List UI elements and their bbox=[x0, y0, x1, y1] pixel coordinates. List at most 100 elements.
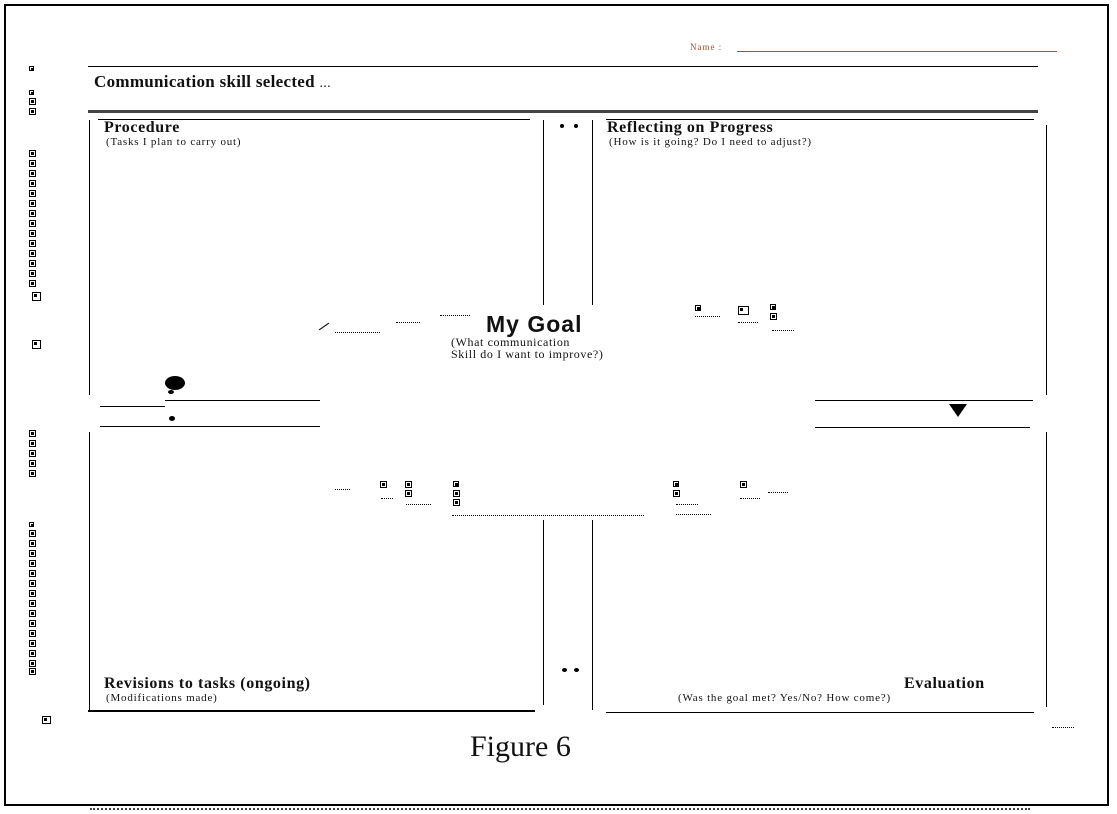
down-arrow-icon bbox=[949, 404, 967, 417]
scatter-square-icon bbox=[770, 313, 777, 320]
margin-square-icon bbox=[29, 590, 36, 597]
left-border-lower bbox=[89, 432, 90, 710]
margin-square-icon bbox=[29, 210, 36, 217]
margin-square-icon bbox=[29, 160, 36, 167]
margin-square-icon bbox=[29, 240, 36, 247]
scatter-square-icon bbox=[673, 490, 680, 497]
goal-box bbox=[320, 305, 815, 520]
margin-square-icon bbox=[29, 668, 36, 675]
center-left-line-upper bbox=[543, 120, 544, 310]
margin-square-icon bbox=[29, 560, 36, 567]
mid-rule-right-a bbox=[815, 400, 1033, 401]
scatter-square-icon bbox=[453, 490, 460, 497]
goal-subtitle-line2: Skill do I want to improve?) bbox=[451, 347, 604, 361]
dotted-fragment bbox=[440, 315, 470, 316]
margin-square-icon bbox=[29, 440, 36, 447]
margin-square-icon bbox=[29, 230, 36, 237]
margin-square-icon bbox=[29, 200, 36, 207]
name-label: Name : bbox=[690, 42, 723, 52]
dotted-fragment bbox=[738, 322, 758, 323]
skill-heading: Communication skill selected ... bbox=[94, 72, 331, 92]
margin-square-icon bbox=[29, 460, 36, 467]
scatter-square-icon bbox=[453, 481, 459, 487]
dotted-fragment bbox=[335, 332, 380, 333]
procedure-title: Procedure bbox=[104, 119, 180, 136]
margin-square-icon bbox=[29, 170, 36, 177]
page-frame bbox=[4, 4, 1109, 806]
dotted-fragment bbox=[740, 498, 760, 499]
mid-rule-left-a bbox=[165, 400, 320, 401]
dotted-fragment bbox=[396, 322, 420, 323]
margin-square-icon bbox=[29, 630, 36, 637]
revisions-subtitle: (Modifications made) bbox=[106, 692, 218, 704]
revisions-bottom-rule bbox=[88, 710, 535, 712]
margin-square-icon bbox=[29, 570, 36, 577]
scatter-square-icon bbox=[695, 305, 701, 311]
evaluation-subtitle: (Was the goal met? Yes/No? How come?) bbox=[678, 692, 891, 704]
margin-square-icon bbox=[29, 260, 36, 267]
blob-dot-icon bbox=[165, 376, 185, 390]
dotted-fragment bbox=[406, 504, 431, 505]
scatter-square-icon bbox=[405, 481, 412, 488]
margin-square-icon bbox=[42, 716, 51, 724]
center-left-line-lower bbox=[543, 520, 544, 705]
center-right-line-upper bbox=[592, 120, 593, 310]
center-right-line-lower bbox=[592, 520, 593, 710]
margin-square-icon bbox=[29, 90, 34, 95]
dot-icon bbox=[562, 668, 567, 672]
margin-square-icon bbox=[29, 660, 36, 667]
margin-square-icon bbox=[29, 190, 36, 197]
scatter-square-icon bbox=[405, 490, 412, 497]
evaluation-title: Evaluation bbox=[904, 675, 985, 692]
margin-square-icon bbox=[29, 430, 36, 437]
margin-square-icon bbox=[29, 600, 36, 607]
margin-square-icon bbox=[29, 610, 36, 617]
margin-square-icon bbox=[29, 470, 36, 477]
margin-square-icon bbox=[29, 650, 36, 657]
margin-square-icon bbox=[29, 150, 36, 157]
margin-square-icon bbox=[29, 180, 36, 187]
margin-square-icon bbox=[29, 98, 36, 105]
header-rule-top bbox=[88, 66, 1038, 67]
scatter-square-icon bbox=[738, 306, 749, 315]
margin-square-icon bbox=[29, 540, 36, 547]
margin-square-icon bbox=[29, 580, 36, 587]
figure-caption: Figure 6 bbox=[470, 730, 571, 763]
right-border-upper bbox=[1046, 125, 1047, 395]
dot-icon bbox=[574, 668, 579, 672]
margin-square-icon bbox=[29, 450, 36, 457]
goal-subtitle-line1: (What communication bbox=[451, 335, 571, 349]
left-border-upper bbox=[89, 120, 90, 395]
goal-title: My Goal bbox=[486, 311, 583, 337]
mid-rule-left-short bbox=[100, 406, 165, 407]
margin-square-icon bbox=[29, 640, 36, 647]
margin-square-icon bbox=[29, 66, 34, 71]
margin-square-icon bbox=[29, 550, 36, 557]
dot-icon bbox=[169, 416, 175, 421]
scatter-square-icon bbox=[770, 304, 776, 310]
margin-square-icon bbox=[29, 280, 36, 287]
name-field-line[interactable] bbox=[737, 51, 1057, 52]
dotted-fragment bbox=[676, 514, 711, 515]
margin-square-icon bbox=[29, 270, 36, 277]
reflecting-subtitle: (How is it going? Do I need to adjust?) bbox=[609, 136, 812, 148]
margin-square-icon bbox=[32, 292, 41, 301]
dotted-fragment bbox=[768, 492, 788, 493]
bottom-cutoff-text bbox=[90, 808, 1030, 810]
dotted-fragment bbox=[695, 316, 720, 317]
procedure-subtitle: (Tasks I plan to carry out) bbox=[106, 136, 242, 148]
goal-subtitle: (What communication Skill do I want to i… bbox=[451, 336, 603, 360]
dotted-fragment bbox=[335, 489, 350, 490]
mid-rule-left-b bbox=[100, 426, 320, 427]
scatter-square-icon bbox=[453, 499, 460, 506]
margin-square-icon bbox=[29, 250, 36, 257]
revisions-title: Revisions to tasks (ongoing) bbox=[104, 675, 311, 692]
mid-rule-right-b bbox=[815, 427, 1030, 428]
margin-square-icon bbox=[29, 620, 36, 627]
skill-ellipsis: ... bbox=[319, 76, 331, 91]
dot-icon bbox=[574, 124, 578, 128]
margin-square-icon bbox=[29, 220, 36, 227]
reflecting-title: Reflecting on Progress bbox=[607, 119, 774, 136]
right-border-lower bbox=[1046, 432, 1047, 707]
header-rule-bottom bbox=[88, 110, 1038, 113]
